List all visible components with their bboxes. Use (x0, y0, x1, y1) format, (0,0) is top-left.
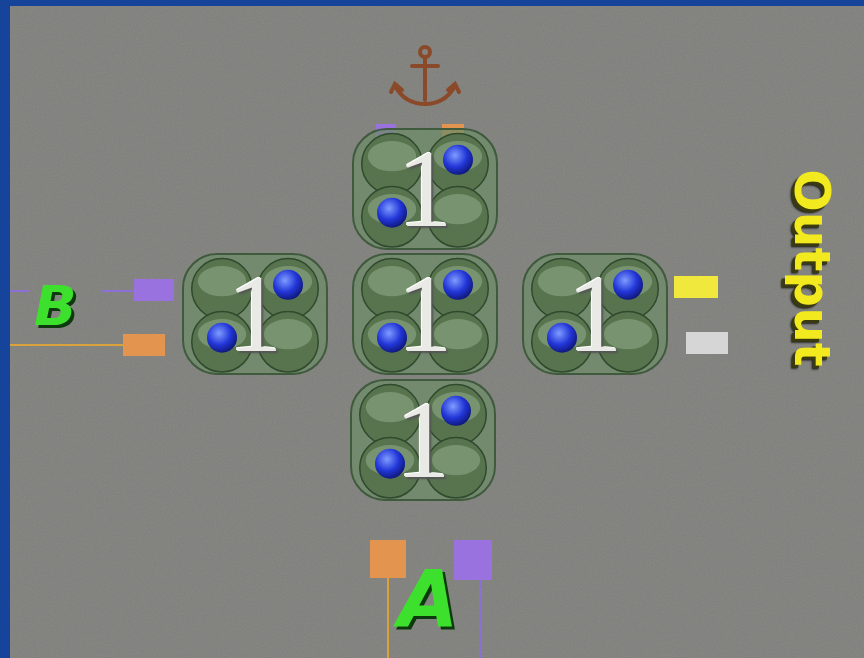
gray-ground (10, 6, 864, 658)
cell-value: 1 (398, 134, 453, 244)
qca-cell: 1 (348, 377, 498, 503)
cell-value: 1 (396, 385, 451, 495)
cell-value: 1 (228, 259, 283, 369)
anchor-symbol (391, 47, 459, 104)
qca-cell: 1 (350, 126, 500, 252)
cell-value: 1 (568, 259, 623, 369)
ground-texture (10, 6, 864, 658)
output-label: Output (787, 169, 837, 366)
input-label: A (398, 560, 458, 638)
qca-cell: 1 (180, 251, 330, 377)
wire-end-square (123, 124, 728, 580)
qca-cell: 1 (350, 251, 500, 377)
input-label: B (34, 278, 77, 334)
cell-value: 1 (398, 259, 453, 369)
qca-cell: 1 (520, 251, 670, 377)
